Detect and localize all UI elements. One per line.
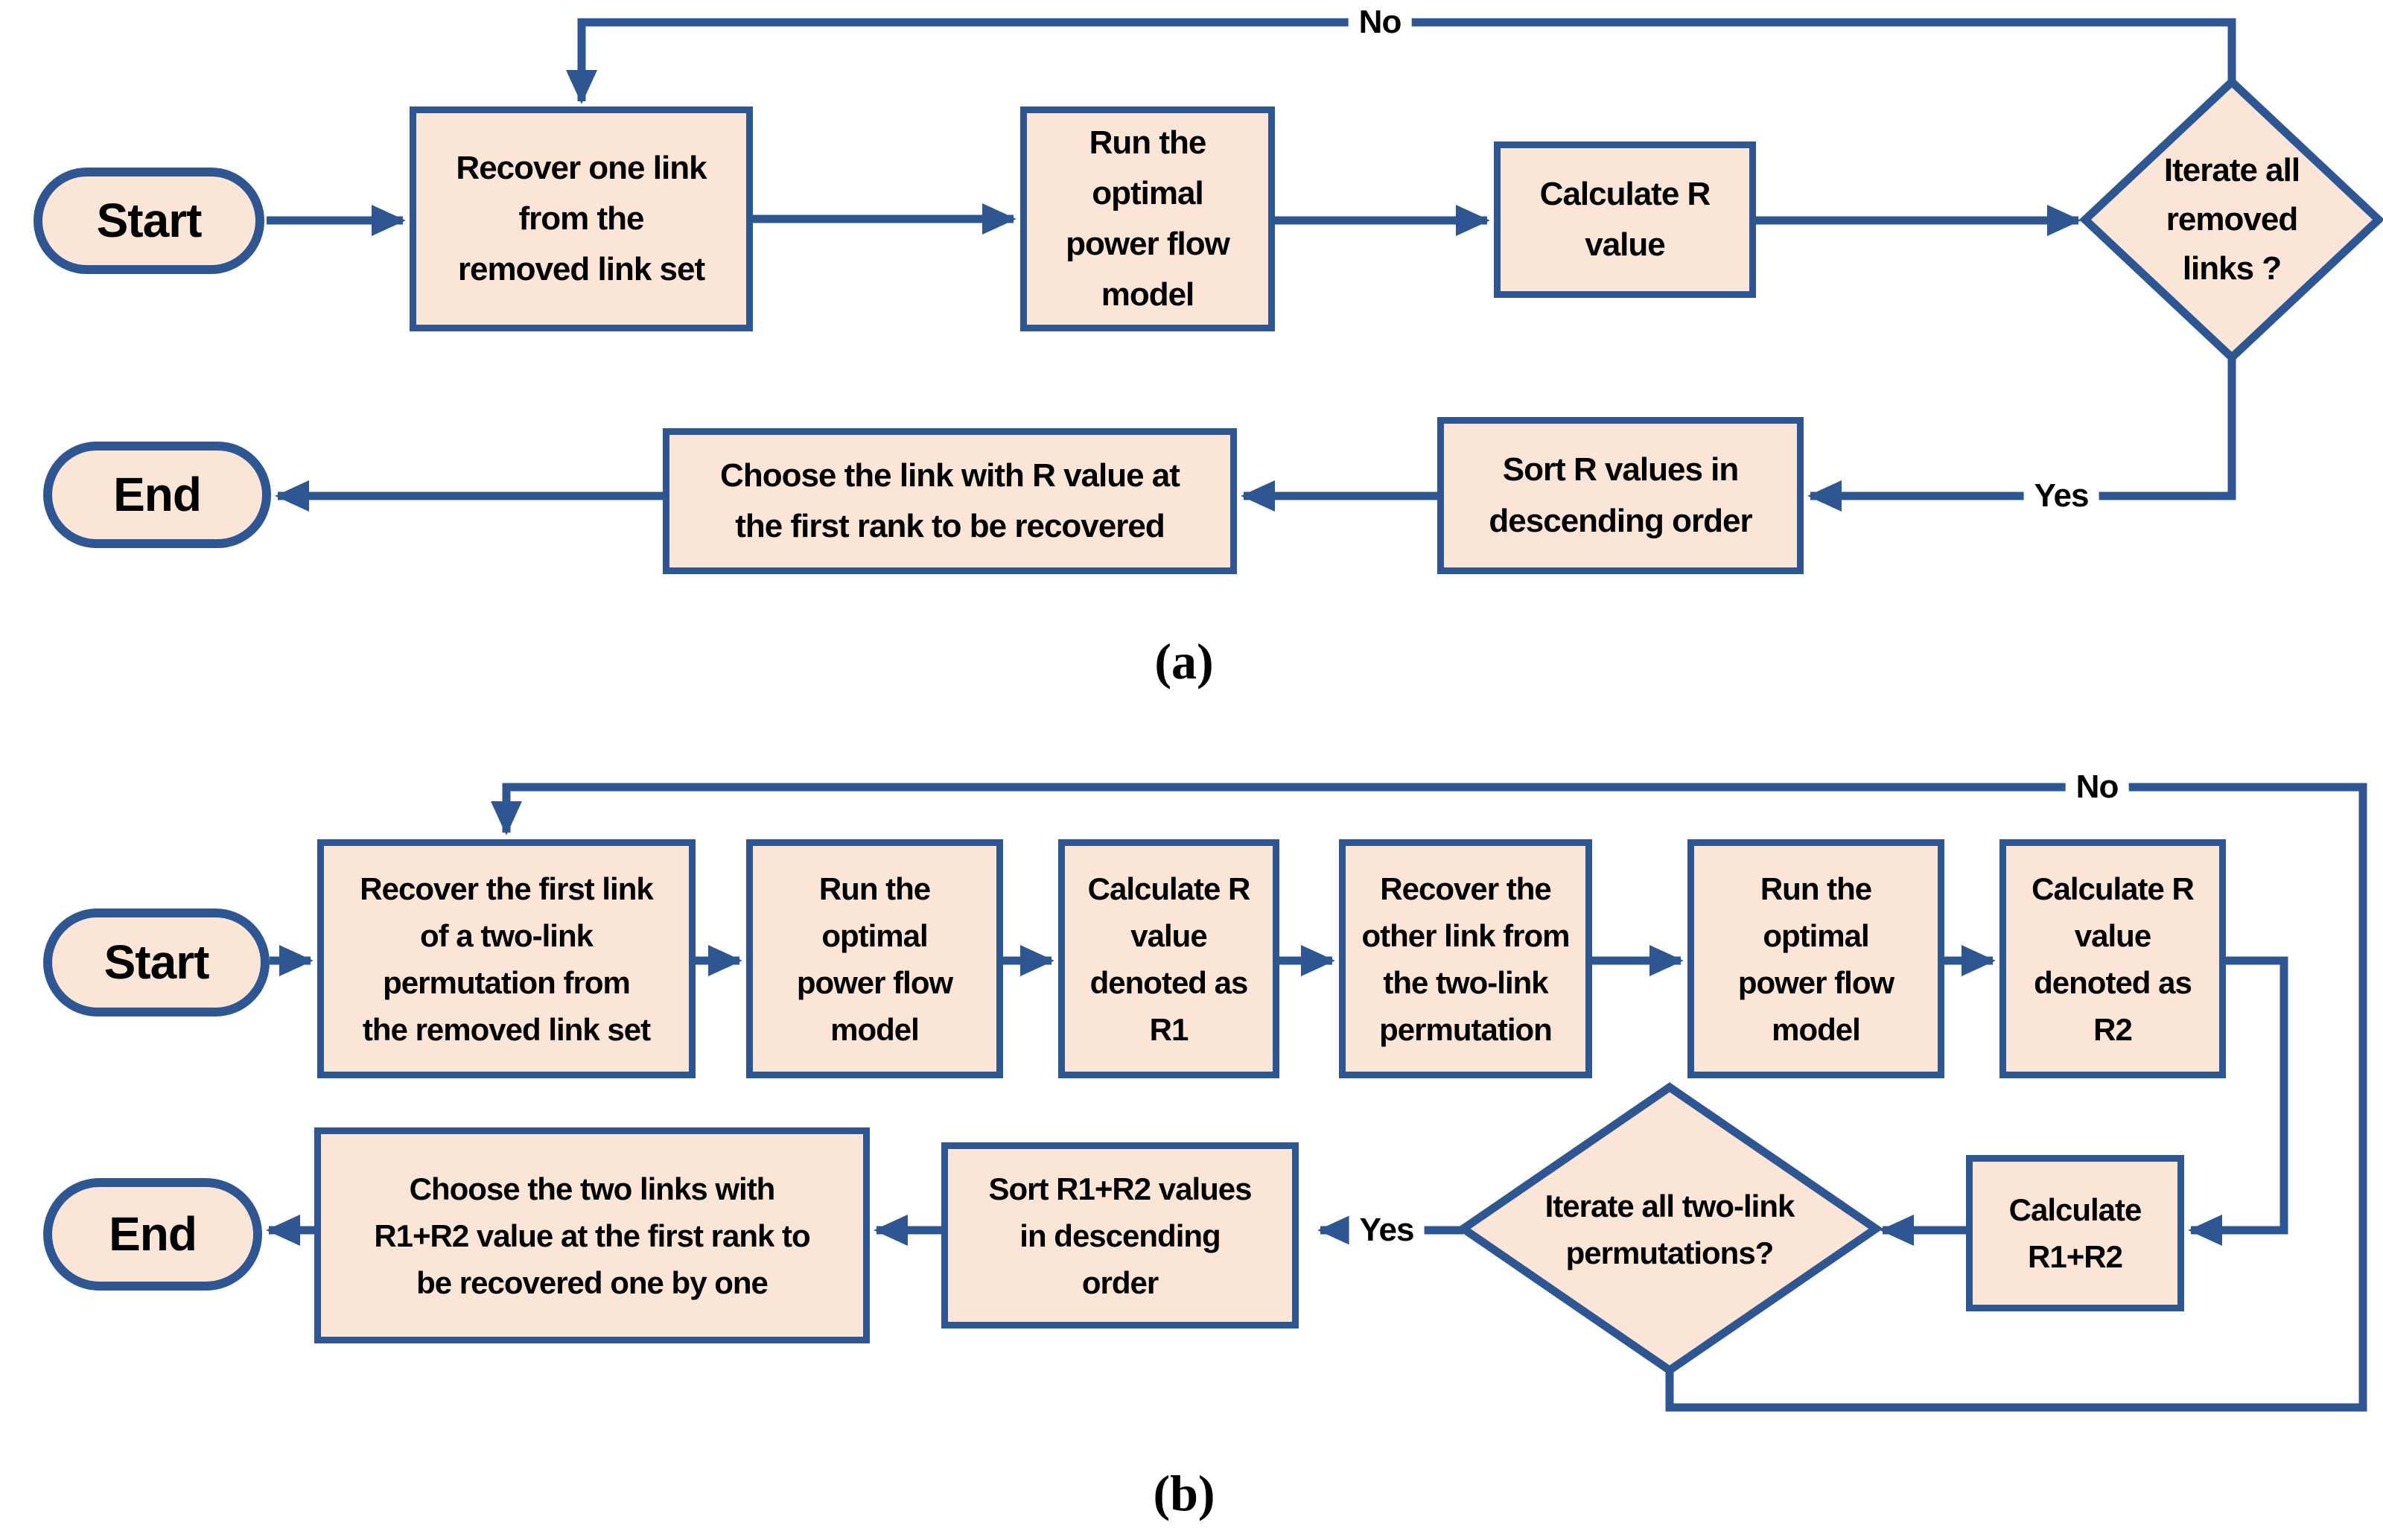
process-b-calculate-r1-plus-r2: Calculate R1+R2 [1966,1155,2184,1311]
process-a-recover-one-link: Recover one link from the removed link s… [410,106,753,331]
process-a-choose-link: Choose the link with R value at the firs… [663,428,1237,574]
diamond-b-iterate-two-link-permutations [1456,1082,1883,1375]
edge-b-no-loop [491,783,2367,1412]
process-b-choose-two-links: Choose the two links with R1+R2 value at… [314,1127,870,1343]
edge-a-yes-to-sort [1807,356,2236,512]
process-b-recover-other-link: Recover the other link from the two-link… [1339,839,1592,1078]
process-a-sort-r: Sort R values in descending order [1437,417,1804,574]
terminator-a-end: End [43,442,271,548]
diamond-b-iterate-label: Iterate all two-link permutations? [1544,1188,1795,1270]
process-b-run-opf-2: Run the optimal power flow model [1687,839,1944,1078]
process-b-calculate-r2: Calculate R value denoted as R2 [1999,839,2226,1078]
terminator-b-start: Start [43,909,270,1016]
terminator-a-start: Start [34,168,264,274]
terminator-b-end: End [43,1178,262,1291]
edge-label-a-no: No [1348,6,1412,39]
edge-label-b-yes: Yes [1349,1214,1425,1247]
caption-a: (a) [1154,633,1214,690]
process-b-calculate-r1: Calculate R value denoted as R1 [1058,839,1279,1078]
edge-label-a-yes: Yes [2023,480,2099,512]
process-a-calculate-r: Calculate R value [1494,141,1756,298]
caption-b: (b) [1153,1465,1215,1521]
edge-b-calc-r2-to-calc-sum [2188,956,2288,1246]
diamond-a-iterate-label: Iterate all removed links ? [2163,152,2300,287]
process-a-run-opf: Run the optimal power flow model [1020,106,1275,331]
process-b-recover-first-link: Recover the first link of a two-link per… [317,839,696,1078]
edge-label-b-no: No [2065,771,2129,804]
diamond-a-iterate-removed-links [2078,76,2383,363]
process-b-sort-sums: Sort R1+R2 values in descending order [941,1142,1299,1329]
process-b-run-opf-1: Run the optimal power flow model [746,839,1003,1078]
